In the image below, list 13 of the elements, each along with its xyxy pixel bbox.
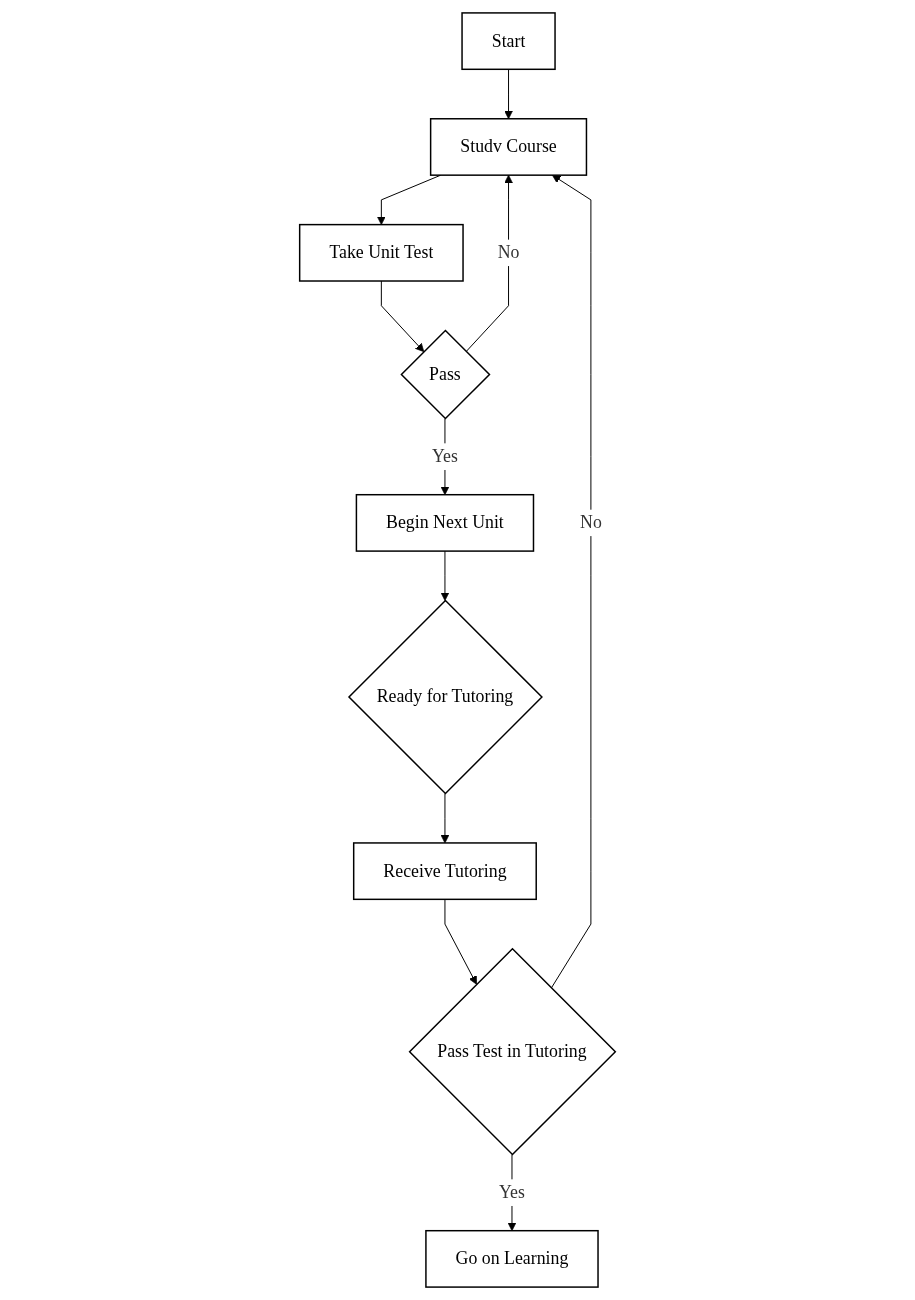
node-box: Take Unit Test xyxy=(298,223,464,282)
node-box: Go on Learning xyxy=(425,1229,599,1288)
node-box: Start xyxy=(461,12,556,71)
edge-label: Yes xyxy=(431,446,458,467)
edge-label: No xyxy=(580,512,602,533)
node-diamond: Ready for Tutoring xyxy=(347,599,543,795)
edge-label: No xyxy=(497,242,520,263)
edge-label: Yes xyxy=(499,1182,525,1203)
node-box: Studv Course xyxy=(429,118,588,176)
node-diamond: Pass xyxy=(400,329,491,420)
node-box: Begin Next Unit xyxy=(355,493,535,552)
node-box: Receive Tutoring xyxy=(352,842,537,901)
node-diamond: Pass Test in Tutoring xyxy=(408,947,617,1156)
